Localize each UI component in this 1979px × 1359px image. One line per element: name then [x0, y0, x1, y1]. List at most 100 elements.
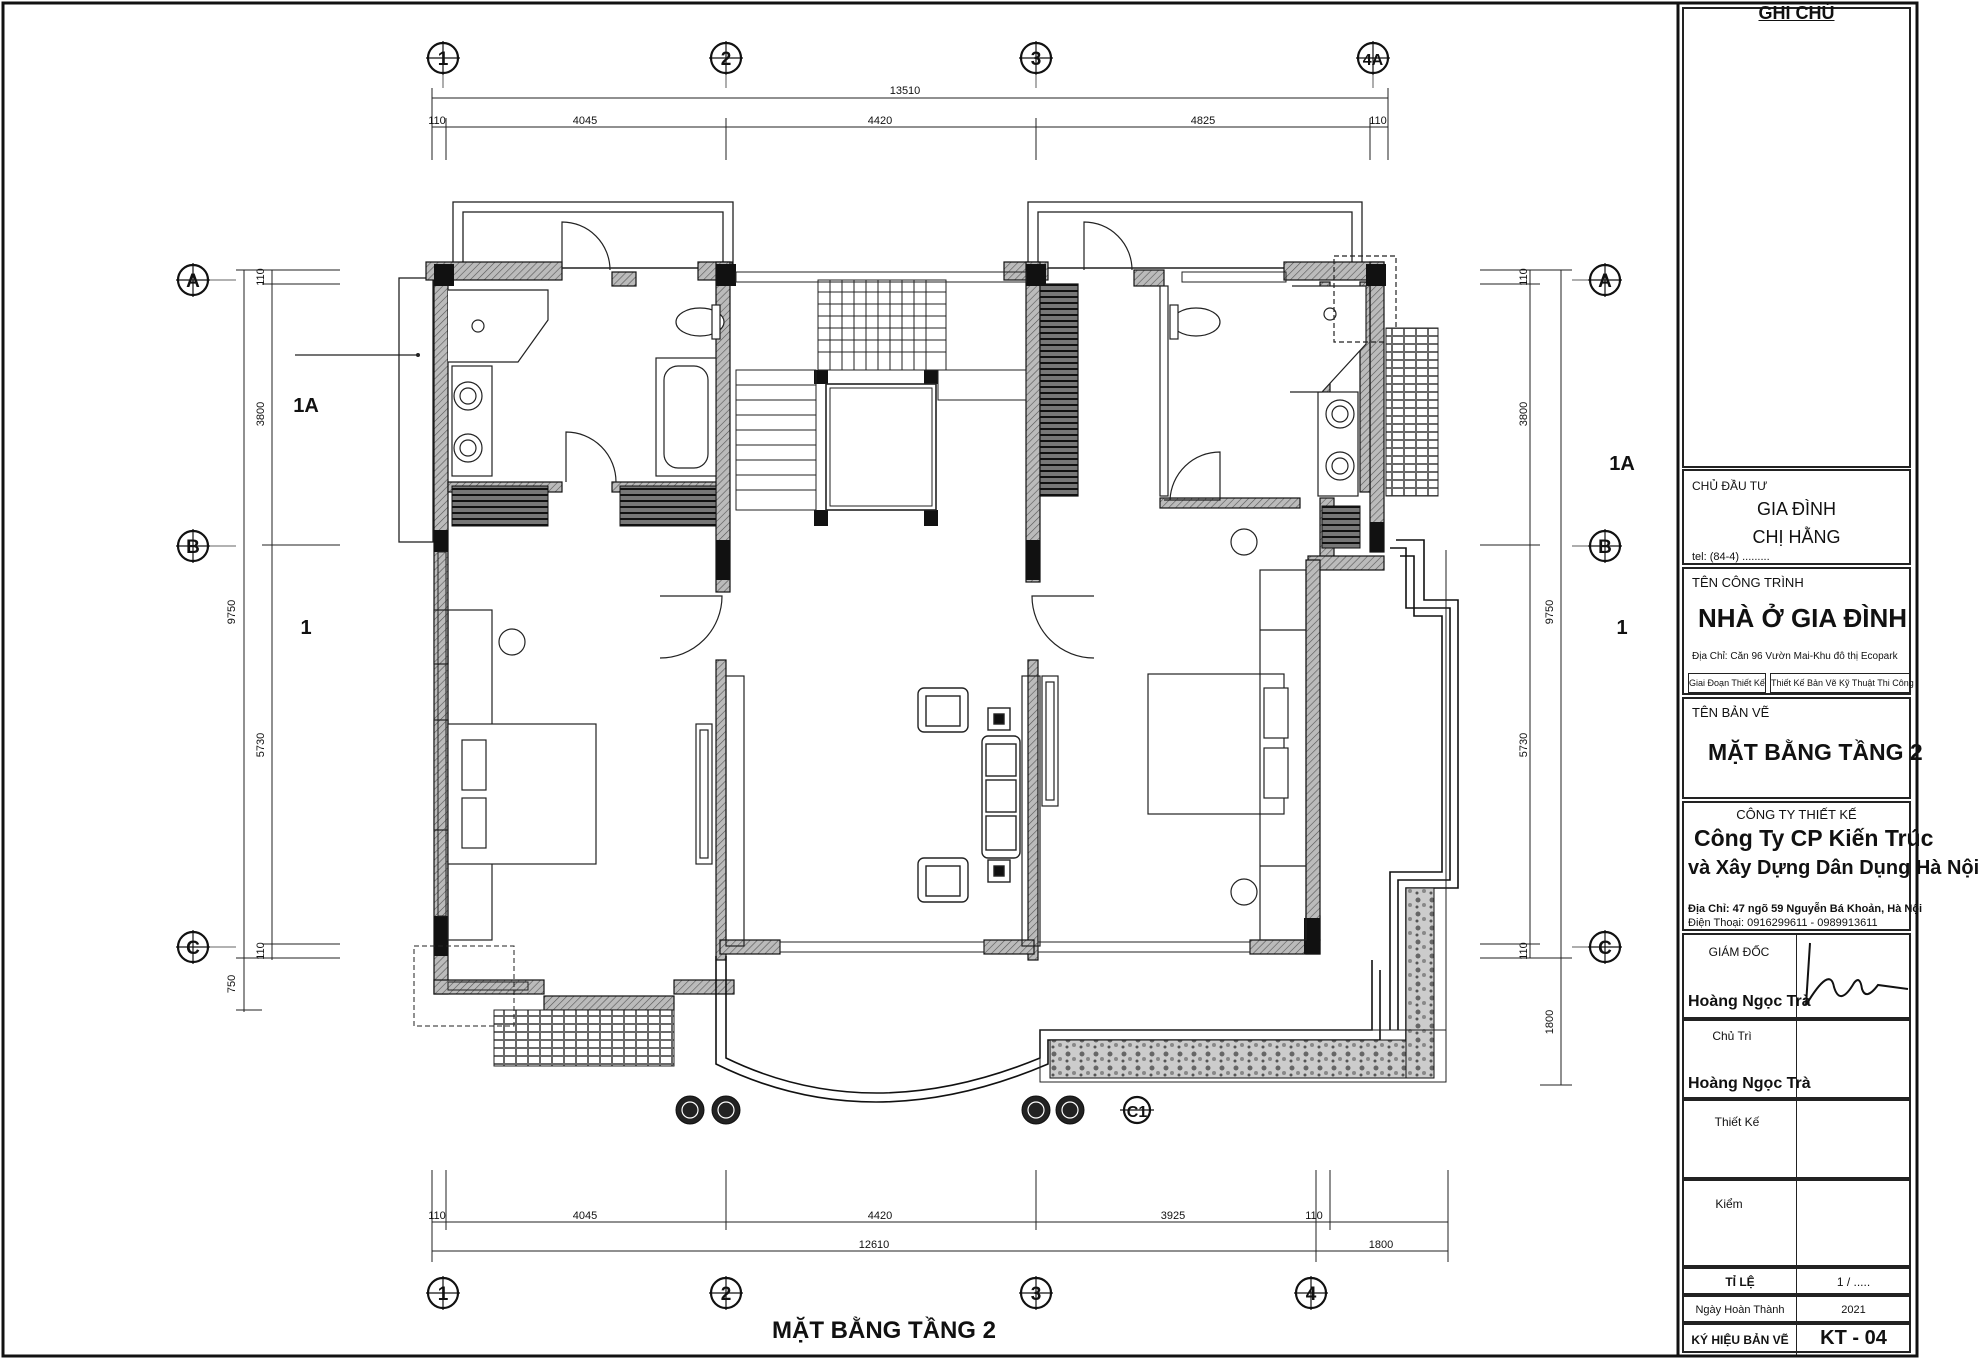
- left-bathroom-fixtures: [448, 289, 725, 477]
- central-staircase: [735, 279, 1027, 511]
- windows: [437, 271, 1287, 991]
- sheet-caption: TÊN BẢN VẼ: [1692, 705, 1770, 720]
- structural-columns: [434, 264, 1386, 956]
- dim-left-part: 110: [255, 942, 267, 960]
- left-bedroom-furniture: [433, 609, 745, 947]
- lead-caption: Chủ Trì: [1712, 1029, 1752, 1043]
- radiators: [451, 485, 1361, 549]
- project-name: NHÀ Ở GIA ĐÌNH: [1698, 603, 1907, 633]
- phase-value: Thiết Kế Bản Vẽ Kỹ Thuật Thi Công: [1770, 673, 1914, 693]
- director-caption: GIÁM ĐỐC: [1708, 945, 1770, 959]
- room-label: 1: [1616, 617, 1627, 639]
- grid-label: A: [186, 271, 200, 292]
- dimension-texts: 13510 110 4045 4420 4825 110 110 4045 44…: [226, 85, 1556, 1251]
- pebble-garden-right: [1405, 887, 1435, 1079]
- grid-bubbles: [176, 41, 1622, 1310]
- leader-dot: [416, 353, 420, 357]
- grid-label: C: [1598, 938, 1612, 959]
- date-caption: Ngày Hoàn Thành: [1695, 1304, 1785, 1316]
- dim-right-part: 110: [1518, 268, 1530, 286]
- bottom-tiled-steps: [493, 1009, 675, 1067]
- design-cell: Thiết Kế: [1682, 1099, 1911, 1181]
- dim-bottom-total: 12610: [859, 1239, 890, 1251]
- date-cell: Ngày Hoàn Thành 2021: [1682, 1295, 1911, 1325]
- company-cell: CÔNG TY THIẾT KẾ Công Ty CP Kiến Trúc và…: [1682, 801, 1979, 931]
- dim-top-part: 110: [428, 115, 446, 127]
- code-value: KT - 04: [1820, 1327, 1887, 1349]
- left-side-bay: [398, 277, 434, 543]
- grid-label: 1: [438, 1284, 449, 1305]
- pebble-garden-bottom: [1049, 1039, 1407, 1079]
- right-bathroom-fixtures: [1159, 255, 1397, 497]
- dim-left-part: 5730: [255, 733, 267, 757]
- dim-bottom-part: 4045: [573, 1210, 597, 1222]
- room-label: 1: [300, 617, 311, 639]
- sheet-cell: TÊN BẢN VẼ MẶT BẰNG TẦNG 2: [1682, 697, 1923, 799]
- project-cell: TÊN CÔNG TRÌNH NHÀ Ở GIA ĐÌNH Địa Chỉ: C…: [1682, 567, 1914, 695]
- notes-cell: GHI CHÚ: [1682, 3, 1911, 468]
- grid-label: C: [186, 938, 200, 959]
- company-line1: Công Ty CP Kiến Trúc: [1694, 825, 1934, 851]
- drawing-title: MẶT BẰNG TẦNG 2: [772, 1316, 996, 1344]
- scale-caption: TỈ LỆ: [1725, 1275, 1755, 1289]
- owner-caption: CHỦ ĐẦU TƯ: [1692, 479, 1768, 493]
- grid-label: B: [186, 537, 200, 558]
- company-address: Địa Chỉ: 47 ngõ 59 Nguyễn Bá Khoản, Hà N…: [1688, 903, 1923, 915]
- sheet-border: [1, 1, 1919, 1358]
- dark-stair: [1039, 283, 1079, 497]
- owner-line2: CHỊ HẰNG: [1752, 527, 1841, 547]
- planter-rings: [681, 1101, 1079, 1119]
- company-phone: Điện Thoại: 0916299611 - 0989913611: [1688, 917, 1878, 929]
- dim-bottom-part: 110: [1305, 1210, 1323, 1222]
- scale-value: 1 / .....: [1836, 1275, 1871, 1289]
- code-caption: KÝ HIỆU BẢN VẼ: [1691, 1333, 1789, 1347]
- dim-left-total: 9750: [226, 600, 238, 624]
- design-caption: Thiết Kế: [1714, 1115, 1760, 1129]
- grid-label: A: [1598, 271, 1612, 292]
- dimension-lines: [236, 88, 1572, 1262]
- dim-bottom-part: 110: [428, 1210, 446, 1222]
- dim-bottom-part: 4420: [868, 1210, 892, 1222]
- right-bedroom-furniture: [1021, 528, 1307, 947]
- grid-label: 3: [1031, 49, 1042, 70]
- lead-cell: Chủ Trì Hoàng Ngọc Trà: [1682, 1019, 1911, 1101]
- scale-cell: TỈ LỆ 1 / .....: [1682, 1267, 1911, 1297]
- phase-label: Giai Đoạn Thiết Kế: [1688, 673, 1766, 693]
- dim-right-total: 9750: [1544, 600, 1556, 624]
- company-line2: và Xây Dựng Dân Dụng Hà Nội: [1688, 857, 1979, 879]
- dim-right-part: 5730: [1518, 733, 1530, 757]
- bottom-left-dashed: [413, 945, 515, 1027]
- dim-bottom-part: 3925: [1161, 1210, 1185, 1222]
- sheet-name: MẶT BẰNG TẦNG 2: [1708, 739, 1923, 765]
- title-block: GHI CHÚ CHỦ ĐẦU TƯ GIA ĐÌNH CHỊ HẰNG tel…: [1682, 3, 1979, 1355]
- owner-tel: tel: (84-4) .........: [1692, 551, 1770, 563]
- grid-label: 2: [721, 1284, 732, 1305]
- dim-bottom-extra: 1800: [1369, 1239, 1393, 1251]
- owner-cell: CHỦ ĐẦU TƯ GIA ĐÌNH CHỊ HẰNG tel: (84-4)…: [1682, 469, 1911, 565]
- dim-right-part: 110: [1518, 942, 1530, 960]
- dim-left-extra: 750: [226, 975, 238, 993]
- grid-bubble-ticks: [176, 41, 1622, 1310]
- dim-top-part: 4825: [1191, 115, 1215, 127]
- director-signature: [1805, 942, 1909, 1006]
- owner-line1: GIA ĐÌNH: [1756, 499, 1836, 519]
- floor-plan-drawing: 13510 110 4045 4420 4825 110 110 4045 44…: [1, 1, 1919, 1358]
- grid-label: C1: [1127, 1104, 1148, 1121]
- dim-right-part: 3800: [1518, 402, 1530, 426]
- room-label: 1A: [293, 395, 319, 417]
- code-cell: KÝ HIỆU BẢN VẼ KT - 04: [1682, 1323, 1911, 1355]
- doors: [561, 221, 1221, 659]
- top-balconies: [452, 201, 1363, 269]
- notes-label: GHI CHÚ: [1758, 3, 1835, 23]
- curved-balcony: [715, 539, 1459, 1103]
- dim-top-total: 13510: [890, 85, 921, 97]
- grid-label: B: [1598, 537, 1612, 558]
- grid-label: 1: [438, 49, 449, 70]
- project-caption: TÊN CÔNG TRÌNH: [1692, 575, 1804, 590]
- dim-top-part: 110: [1369, 115, 1387, 127]
- grid-label: 4A: [1363, 52, 1384, 69]
- dim-right-extra: 1800: [1544, 1010, 1556, 1034]
- right-side-tiled-ledge: [1385, 327, 1439, 497]
- director-cell: GIÁM ĐỐC Hoàng Ngọc Trà: [1682, 933, 1911, 1021]
- grid-label: 4: [1306, 1284, 1317, 1305]
